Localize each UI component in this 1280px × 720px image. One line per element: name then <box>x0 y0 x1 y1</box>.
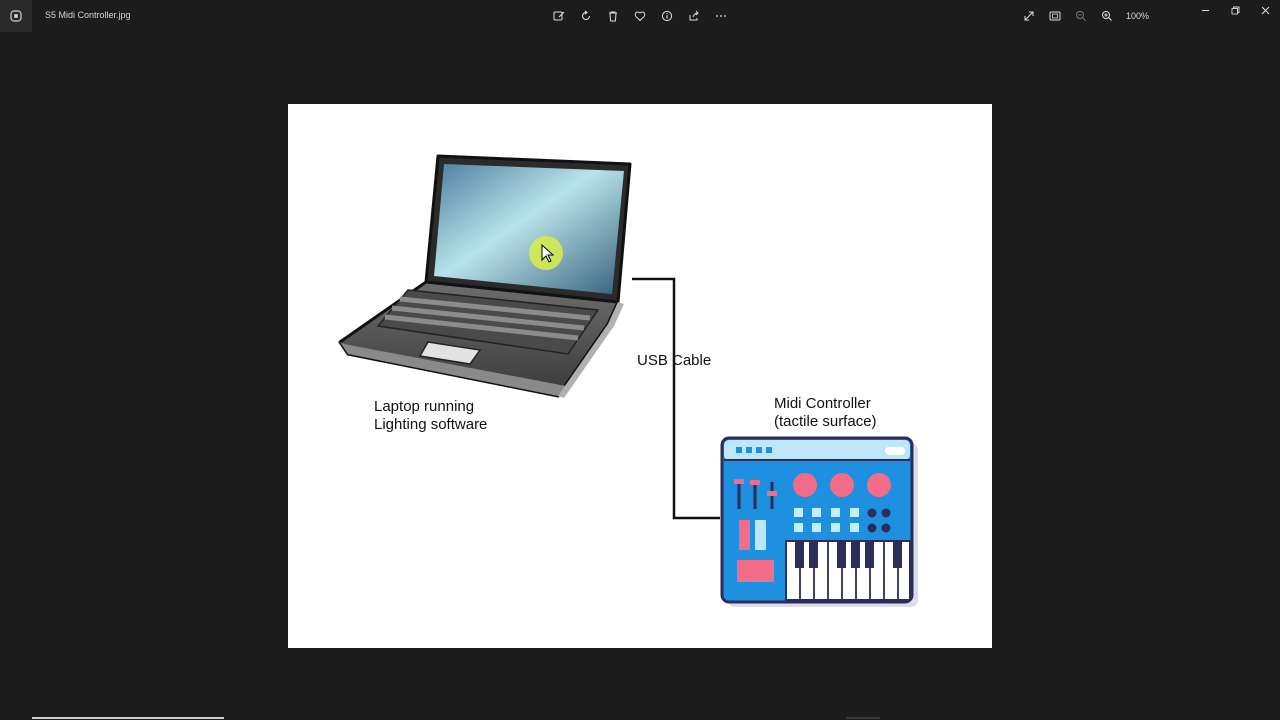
favorite-button[interactable] <box>629 6 650 26</box>
usb-cable-line <box>632 277 720 520</box>
diagram-graphics <box>338 154 918 607</box>
more-options-icon <box>715 15 726 17</box>
full-screen-button[interactable] <box>1018 6 1039 26</box>
laptop-illustration <box>338 154 632 398</box>
view-controls: 100% <box>1018 6 1149 26</box>
photos-app-icon[interactable] <box>0 0 32 32</box>
fit-to-window-icon <box>1049 11 1060 21</box>
image-canvas: Laptop running Lighting software USB Cab… <box>288 104 992 648</box>
scroll-indicator <box>846 717 880 719</box>
favorite-icon <box>634 11 645 22</box>
laptop-label-line1: Laptop running <box>374 398 475 415</box>
zoom-in-icon <box>1101 11 1112 21</box>
file-info-button[interactable] <box>656 6 677 26</box>
filmstrip-indicator <box>32 717 224 719</box>
more-options-button[interactable] <box>710 6 731 26</box>
midi-label-line1: Midi Controller <box>774 395 871 412</box>
photos-logo-icon <box>10 10 22 22</box>
midi-controller-illustration <box>720 436 918 607</box>
midi-label-line2: (tactile surface) <box>774 413 877 430</box>
minimize-button[interactable] <box>1190 0 1220 20</box>
edit-image-icon <box>553 11 564 21</box>
title-bar: S5 Midi Controller.jpg <box>0 0 1280 32</box>
window-controls <box>1190 0 1280 20</box>
close-button[interactable] <box>1250 0 1280 20</box>
share-button[interactable] <box>683 6 704 26</box>
rotate-icon <box>581 10 590 21</box>
zoom-out-icon <box>1075 11 1086 21</box>
delete-button[interactable] <box>602 6 623 26</box>
file-name: S5 Midi Controller.jpg <box>45 10 131 20</box>
edit-image-button[interactable] <box>548 6 569 26</box>
restore-icon <box>1231 6 1239 14</box>
cursor-highlight <box>529 236 563 270</box>
fit-to-window-button[interactable] <box>1044 6 1065 26</box>
zoom-level[interactable]: 100% <box>1126 11 1150 21</box>
rotate-button[interactable] <box>575 6 596 26</box>
laptop-label: Laptop running Lighting software <box>374 398 487 434</box>
file-info-icon <box>661 10 672 22</box>
share-icon <box>689 10 699 21</box>
close-icon <box>1261 6 1269 14</box>
minimize-icon <box>1201 9 1209 11</box>
delete-icon <box>608 11 617 22</box>
laptop-label-line2: Lighting software <box>374 416 488 433</box>
usb-cable-label: USB Cable <box>637 352 712 369</box>
zoom-in-button[interactable] <box>1096 6 1117 26</box>
full-screen-icon <box>1024 11 1033 21</box>
zoom-out-button[interactable] <box>1070 6 1091 26</box>
midi-controller-label: Midi Controller (tactile surface) <box>774 395 877 431</box>
image-toolbar <box>548 6 731 26</box>
restore-button[interactable] <box>1220 0 1250 20</box>
